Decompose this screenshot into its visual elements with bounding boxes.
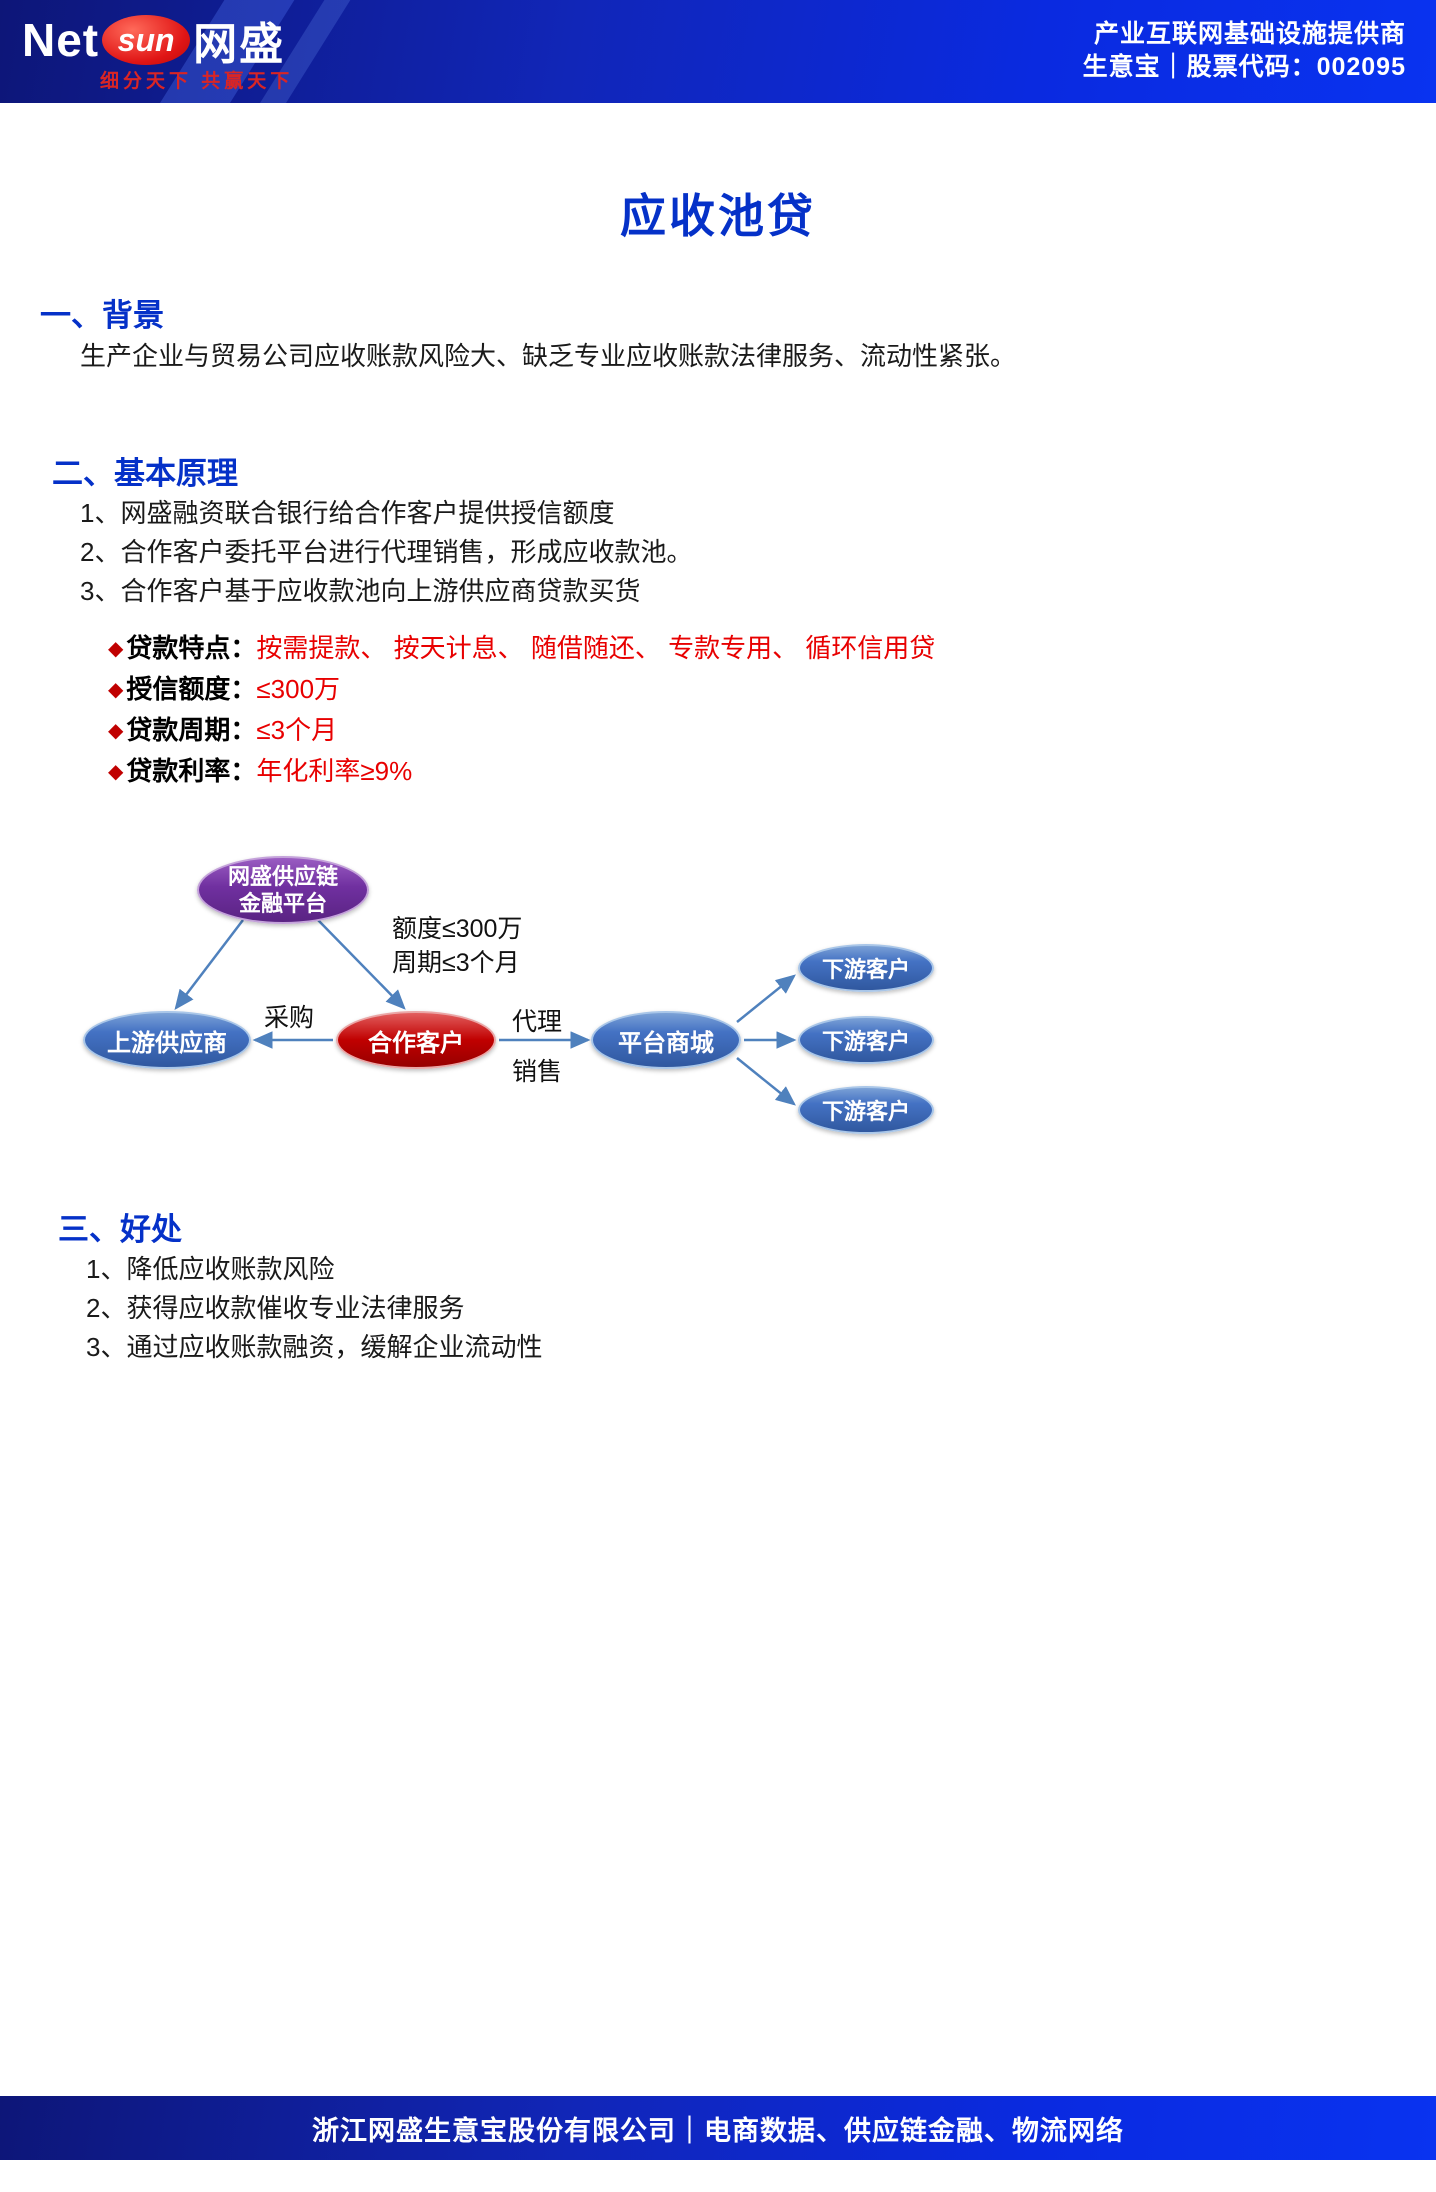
diamond-icon: ◆ (108, 761, 124, 783)
arrow-label-agent-sales: 代理 (512, 1008, 563, 1036)
bullet-row: ◆贷款周期：≤3个月 (108, 710, 935, 751)
footer-text: 浙江网盛生意宝股份有限公司｜电商数据、供应链金融、物流网络 (312, 2115, 1124, 2146)
logo-cn-text: 网盛 (193, 20, 286, 69)
diamond-icon: ◆ (108, 679, 124, 701)
bullet-label: 贷款利率： (126, 756, 257, 786)
logo-sun-text: sun (117, 21, 175, 58)
list-item: 2、合作客户委托平台进行代理销售，形成应收款池。 (80, 537, 693, 567)
node-label: 平台商城 (618, 1029, 714, 1057)
node-label: 合作客户 (368, 1029, 464, 1057)
node-downstream-customer: 下游客户 (798, 1016, 934, 1064)
node-label: 下游客户 (821, 957, 910, 982)
principle-list: 1、网盛融资联合银行给合作客户提供授信额度 2、合作客户委托平台进行代理销售，形… (80, 494, 692, 611)
bullet-row: ◆贷款特点：按需提款、 按天计息、 随借随还、 专款专用、 循环信用贷 (108, 628, 935, 669)
page-title: 应收池贷 (620, 190, 816, 242)
arrow-label-quota: 额度≤300万 周期≤3个月 (392, 912, 522, 980)
node-label: 上游供应商 (107, 1029, 227, 1057)
bullet-label: 贷款周期： (126, 715, 257, 745)
header-right-text: 产业互联网基础设施提供商 生意宝｜股票代码：002095 (1083, 18, 1406, 84)
loan-feature-bullets: ◆贷款特点：按需提款、 按天计息、 随借随还、 专款专用、 循环信用贷 ◆授信额… (108, 628, 935, 792)
diagram-arrows (174, 919, 797, 1106)
arrow-label-purchase: 采购 (264, 1004, 315, 1032)
node-finance-platform: 网盛供应链 金融平台 (197, 856, 369, 924)
node-label: 网盛供应链 (227, 864, 338, 889)
list-item: 1、网盛融资联合银行给合作客户提供授信额度 (80, 498, 615, 528)
node-label: 金融平台 (238, 891, 327, 916)
arrow-label-agent-sales: 销售 (512, 1058, 563, 1086)
node-label: 下游客户 (821, 1099, 910, 1124)
node-downstream-customer: 下游客户 (798, 944, 934, 992)
logo-net-text: Net (22, 14, 100, 66)
background-body-text: 生产企业与贸易公司应收账款风险大、缺乏专业应收账款法律服务、流动性紧张。 (80, 341, 1017, 371)
list-item: 2、获得应收款催收专业法律服务 (86, 1293, 465, 1323)
bullet-value: ≤300万 (256, 674, 341, 704)
diamond-icon: ◆ (108, 638, 124, 660)
bullet-row: ◆贷款利率：年化利率≥9% (108, 751, 935, 792)
flow-diagram: 网盛供应链 金融平台 上游供应商 合作客户 平台商城 下游客户 下游客户 下游客… (0, 852, 1436, 1164)
list-item: 1、降低应收账款风险 (86, 1254, 335, 1284)
bullet-label: 贷款特点： (126, 633, 257, 663)
list-item: 3、通过应收账款融资，缓解企业流动性 (86, 1332, 543, 1362)
bullet-value: 按需提款、 按天计息、 随借随还、 专款专用、 循环信用贷 (256, 633, 936, 663)
section-heading-principle: 二、基本原理 (52, 456, 238, 491)
period-line: 周期≤3个月 (392, 949, 520, 977)
node-label: 下游客户 (821, 1029, 910, 1054)
quota-line: 额度≤300万 (392, 915, 523, 943)
bullet-value: ≤3个月 (256, 715, 338, 745)
company-logo: Net sun 网盛 (22, 8, 285, 72)
header-stock-code: 生意宝｜股票代码：002095 (1082, 53, 1406, 81)
header-bar: Net sun 网盛 细分天下 共赢天下 产业互联网基础设施提供商 生意宝｜股票… (0, 0, 1436, 103)
footer-bar: 浙江网盛生意宝股份有限公司｜电商数据、供应链金融、物流网络 (0, 2096, 1436, 2160)
node-partner-customer: 合作客户 (336, 1011, 496, 1069)
benefits-list: 1、降低应收账款风险 2、获得应收款催收专业法律服务 3、通过应收账款融资，缓解… (86, 1250, 542, 1367)
section-heading-background: 一、背景 (40, 298, 164, 333)
bullet-row: ◆授信额度：≤300万 (108, 669, 935, 710)
bullet-label: 授信额度： (126, 674, 257, 704)
bullet-value: 年化利率≥9% (256, 756, 413, 786)
sun-oval-icon: sun (102, 15, 191, 65)
diamond-icon: ◆ (108, 720, 124, 742)
node-downstream-customer: 下游客户 (798, 1086, 934, 1134)
node-upstream-supplier: 上游供应商 (83, 1011, 251, 1069)
header-slogan: 产业互联网基础设施提供商 (1093, 20, 1406, 48)
list-item: 3、合作客户基于应收款池向上游供应商贷款买货 (80, 576, 641, 606)
section-heading-benefits: 三、好处 (58, 1212, 182, 1247)
logo-tagline: 细分天下 共赢天下 (100, 71, 294, 92)
node-platform-mall: 平台商城 (591, 1011, 741, 1069)
